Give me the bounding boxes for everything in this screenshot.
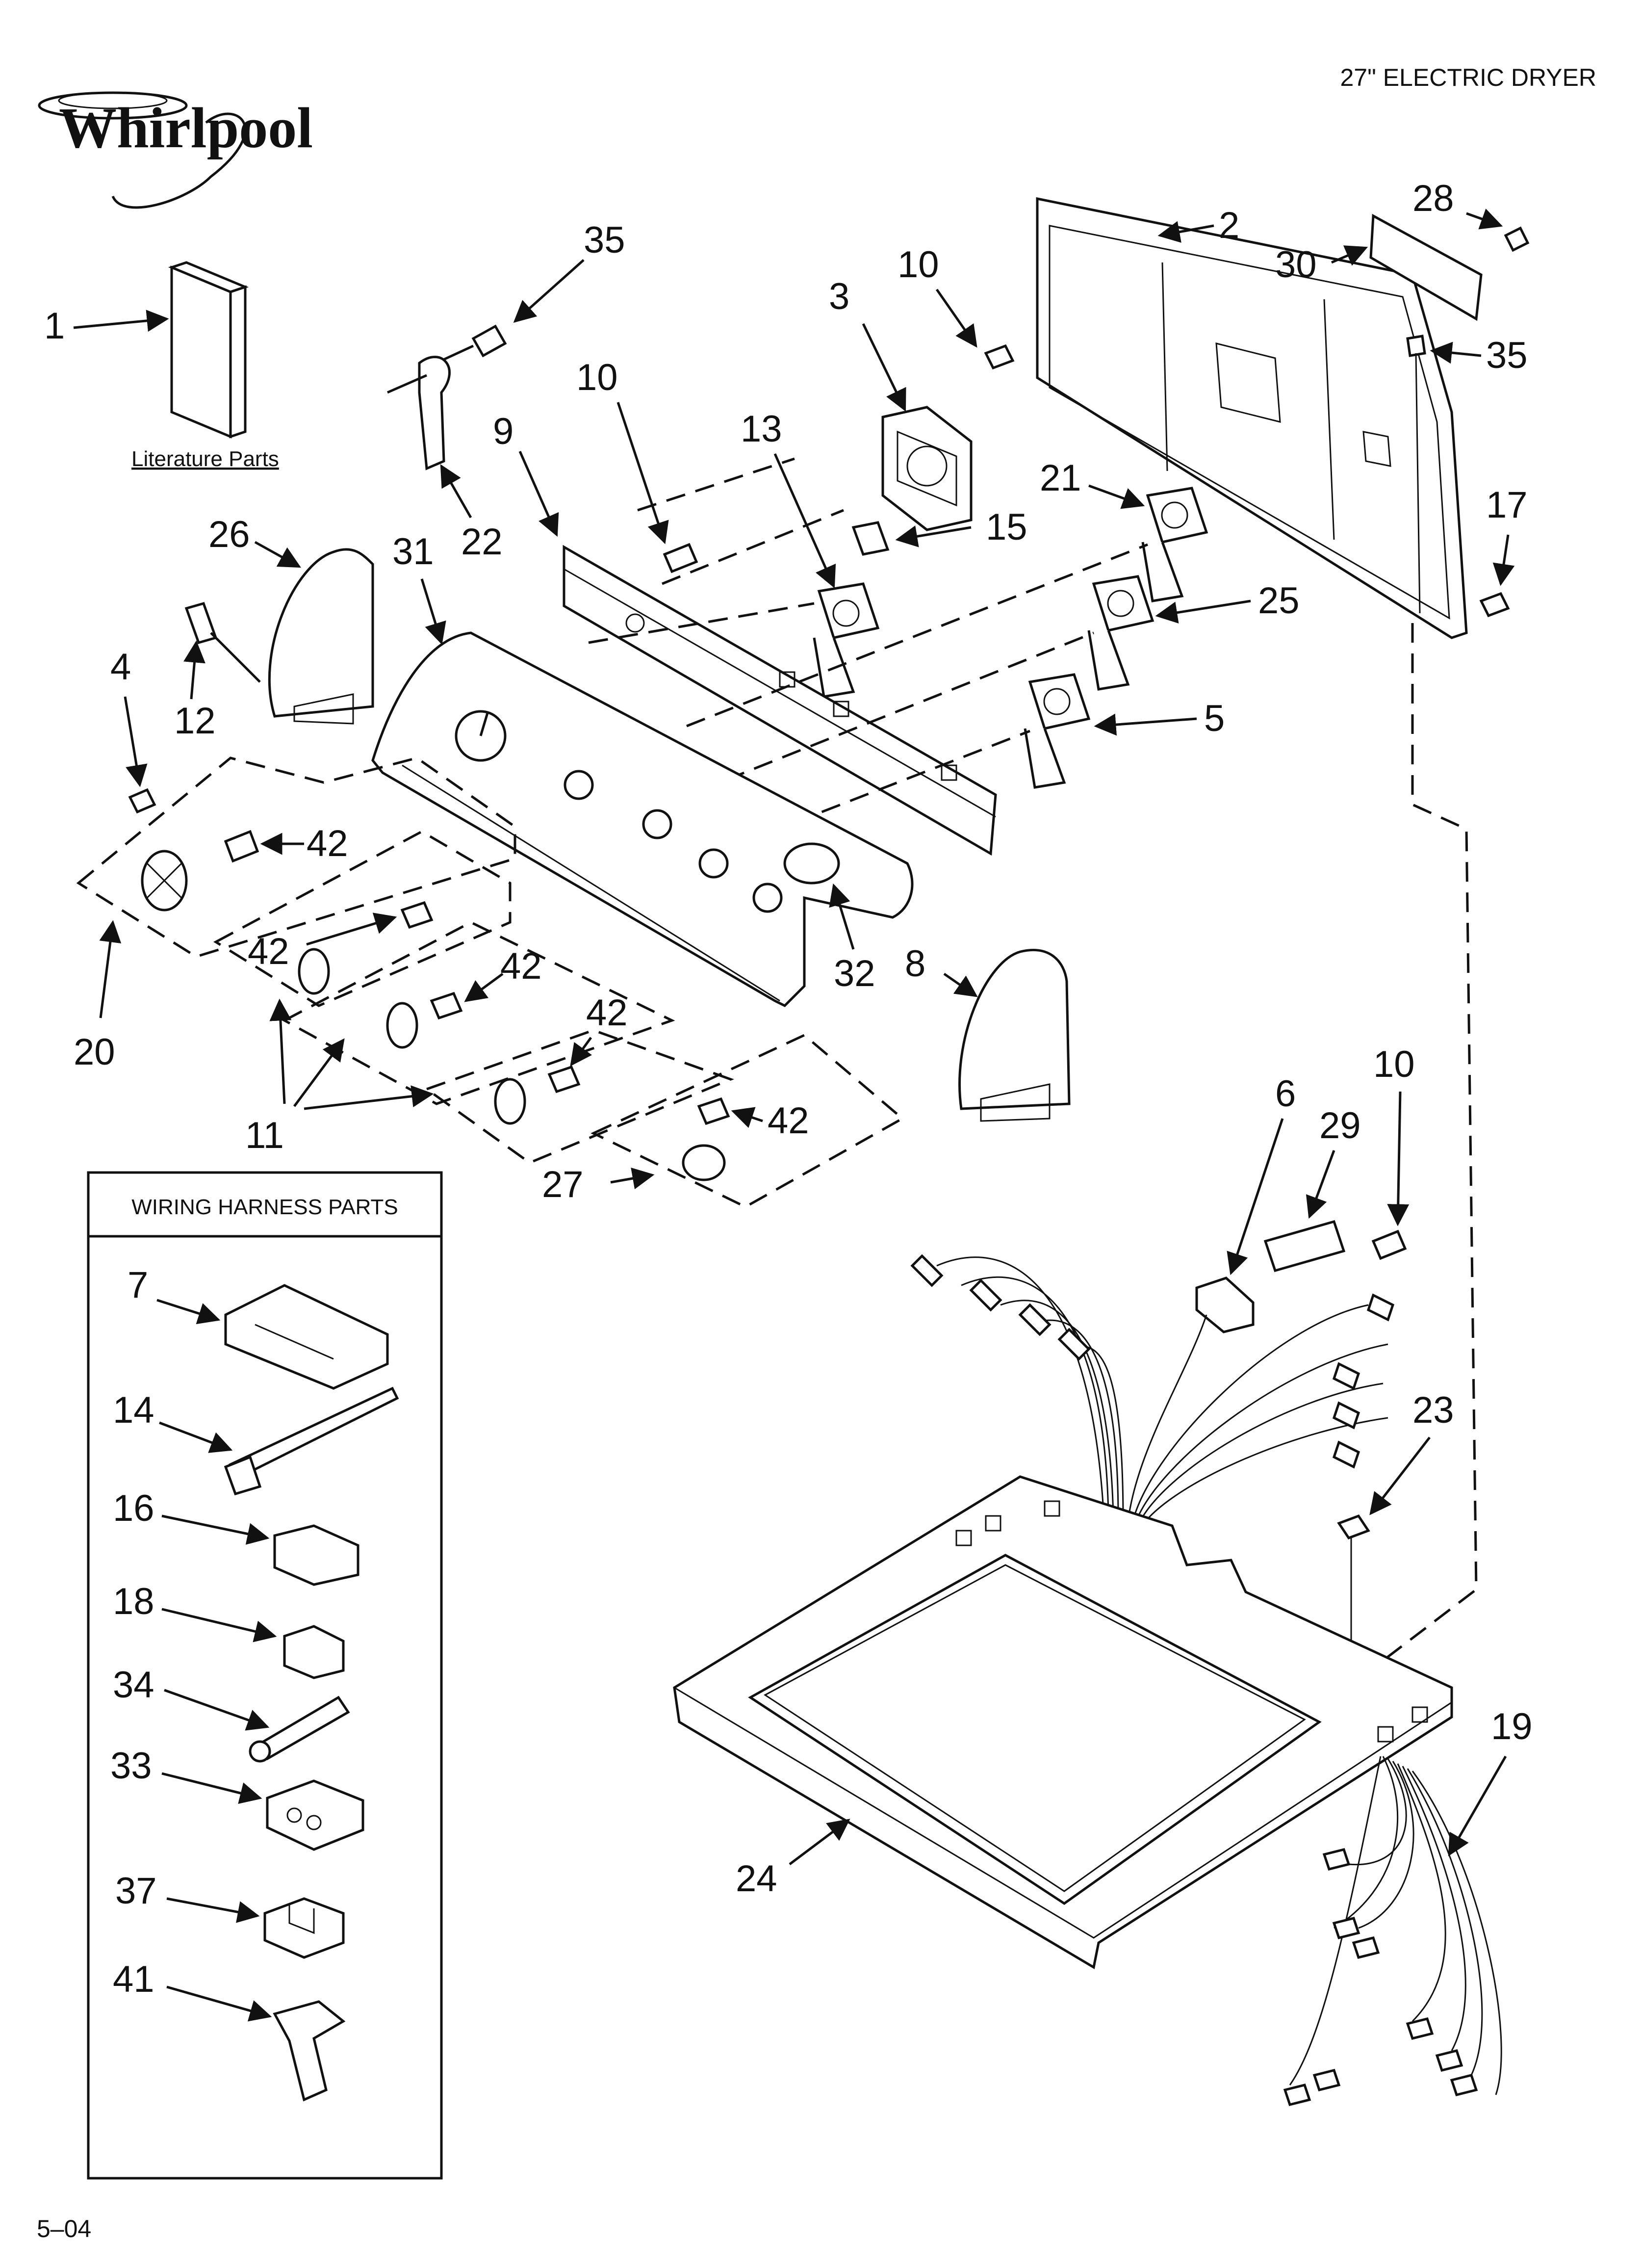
upper-harness-wires bbox=[910, 1254, 1395, 1529]
callout-37: 37 bbox=[115, 1870, 157, 1912]
wiring-box-title: WIRING HARNESS PARTS bbox=[131, 1195, 398, 1219]
logo-flourish-icon bbox=[111, 112, 247, 209]
callout-33: 33 bbox=[110, 1745, 152, 1787]
date-code: 5–04 bbox=[37, 2215, 91, 2242]
console-part bbox=[371, 631, 914, 1008]
callout-2: 2 bbox=[1219, 205, 1239, 246]
harness-plate-part bbox=[1195, 1220, 1346, 1333]
callout-35-top: 35 bbox=[584, 219, 625, 261]
callout-42-e: 42 bbox=[768, 1100, 809, 1142]
screw-part bbox=[663, 543, 698, 574]
callout-14: 14 bbox=[113, 1389, 154, 1431]
callout-24: 24 bbox=[736, 1858, 777, 1900]
callout-4: 4 bbox=[110, 646, 131, 688]
connector-housing-part bbox=[266, 1779, 364, 1851]
callout-32: 32 bbox=[834, 953, 875, 994]
screw-part bbox=[128, 788, 156, 814]
callout-17: 17 bbox=[1486, 484, 1528, 526]
wire-clip-part bbox=[273, 2000, 346, 2102]
literature-label: Literature Parts bbox=[131, 447, 279, 471]
callout-18: 18 bbox=[113, 1581, 154, 1622]
logo-swirl-inner-icon bbox=[58, 92, 168, 109]
callout-16: 16 bbox=[113, 1487, 154, 1529]
timer-part bbox=[881, 406, 973, 531]
callout-41: 41 bbox=[113, 1958, 154, 2000]
callout-35-right: 35 bbox=[1486, 335, 1528, 376]
clip-part bbox=[851, 521, 890, 556]
screw-part bbox=[184, 601, 261, 683]
callout-42-c: 42 bbox=[500, 945, 542, 987]
callout-6: 6 bbox=[1275, 1073, 1296, 1115]
callout-13: 13 bbox=[741, 408, 782, 450]
callout-42-a: 42 bbox=[307, 823, 348, 864]
knob-kit-groups bbox=[76, 756, 905, 1208]
callout-28: 28 bbox=[1412, 178, 1454, 219]
assembly-guide-line bbox=[1372, 623, 1478, 1669]
connector-block-part bbox=[283, 1625, 345, 1679]
callout-11: 11 bbox=[245, 1115, 284, 1156]
callout-23: 23 bbox=[1412, 1389, 1454, 1431]
callout-42-b: 42 bbox=[248, 931, 289, 972]
strap-part bbox=[386, 356, 451, 470]
end-cap-part bbox=[958, 948, 1071, 1122]
cable-tie-part bbox=[224, 1386, 399, 1496]
callout-15: 15 bbox=[986, 506, 1027, 548]
knob-part bbox=[298, 901, 581, 1125]
callout-1: 1 bbox=[44, 305, 65, 347]
harness-clip-part bbox=[273, 1524, 359, 1586]
callout-30: 30 bbox=[1275, 244, 1317, 286]
callout-12: 12 bbox=[174, 700, 216, 742]
callout-21: 21 bbox=[1040, 457, 1081, 499]
screw-part bbox=[1371, 1229, 1407, 1260]
brand-logo: Whirlpool bbox=[38, 91, 313, 209]
top-panel-part bbox=[673, 1475, 1453, 1969]
switch-part bbox=[1024, 673, 1091, 789]
wiring-harness-box: WIRING HARNESS PARTS bbox=[87, 1171, 443, 2180]
callout-22: 22 bbox=[461, 521, 503, 563]
switch-part bbox=[813, 582, 880, 698]
terminal-part bbox=[249, 1695, 350, 1763]
callout-29: 29 bbox=[1319, 1105, 1361, 1147]
knob-part bbox=[141, 830, 259, 912]
switch-part bbox=[1087, 575, 1155, 691]
brand-name: Whirlpool bbox=[59, 96, 313, 160]
callout-5: 5 bbox=[1204, 698, 1225, 739]
callout-34: 34 bbox=[113, 1664, 154, 1706]
callout-9: 9 bbox=[493, 411, 513, 452]
screw-part bbox=[1479, 592, 1510, 618]
screw-part bbox=[984, 344, 1015, 370]
callout-7: 7 bbox=[128, 1264, 148, 1306]
harness-connector-part bbox=[224, 1284, 389, 1390]
callout-19: 19 bbox=[1491, 1706, 1533, 1747]
literature-part: Literature Parts bbox=[131, 261, 279, 471]
callout-25: 25 bbox=[1258, 580, 1300, 622]
callout-26: 26 bbox=[208, 514, 250, 555]
screw-part bbox=[1406, 335, 1426, 614]
callout-27: 27 bbox=[542, 1164, 584, 1205]
callout-31: 31 bbox=[392, 531, 434, 573]
connector-block-part bbox=[263, 1897, 345, 1959]
callout-8: 8 bbox=[905, 943, 925, 985]
screw-part bbox=[440, 324, 507, 362]
callout-10-lower: 10 bbox=[1373, 1043, 1415, 1085]
callout-10-top: 10 bbox=[898, 244, 939, 286]
callout-20: 20 bbox=[74, 1031, 115, 1073]
switch-part bbox=[1141, 487, 1208, 602]
push-button-part bbox=[682, 1097, 730, 1181]
lower-harness-wires bbox=[1283, 1756, 1502, 2106]
callout-3: 3 bbox=[829, 276, 849, 317]
bracket-part bbox=[1369, 213, 1530, 321]
callout-42-d: 42 bbox=[586, 992, 628, 1034]
control-bracket-part bbox=[563, 545, 997, 856]
end-cap-part bbox=[268, 548, 374, 725]
page-title: 27" ELECTRIC DRYER bbox=[1340, 64, 1596, 91]
callout-10-mid: 10 bbox=[576, 357, 618, 398]
